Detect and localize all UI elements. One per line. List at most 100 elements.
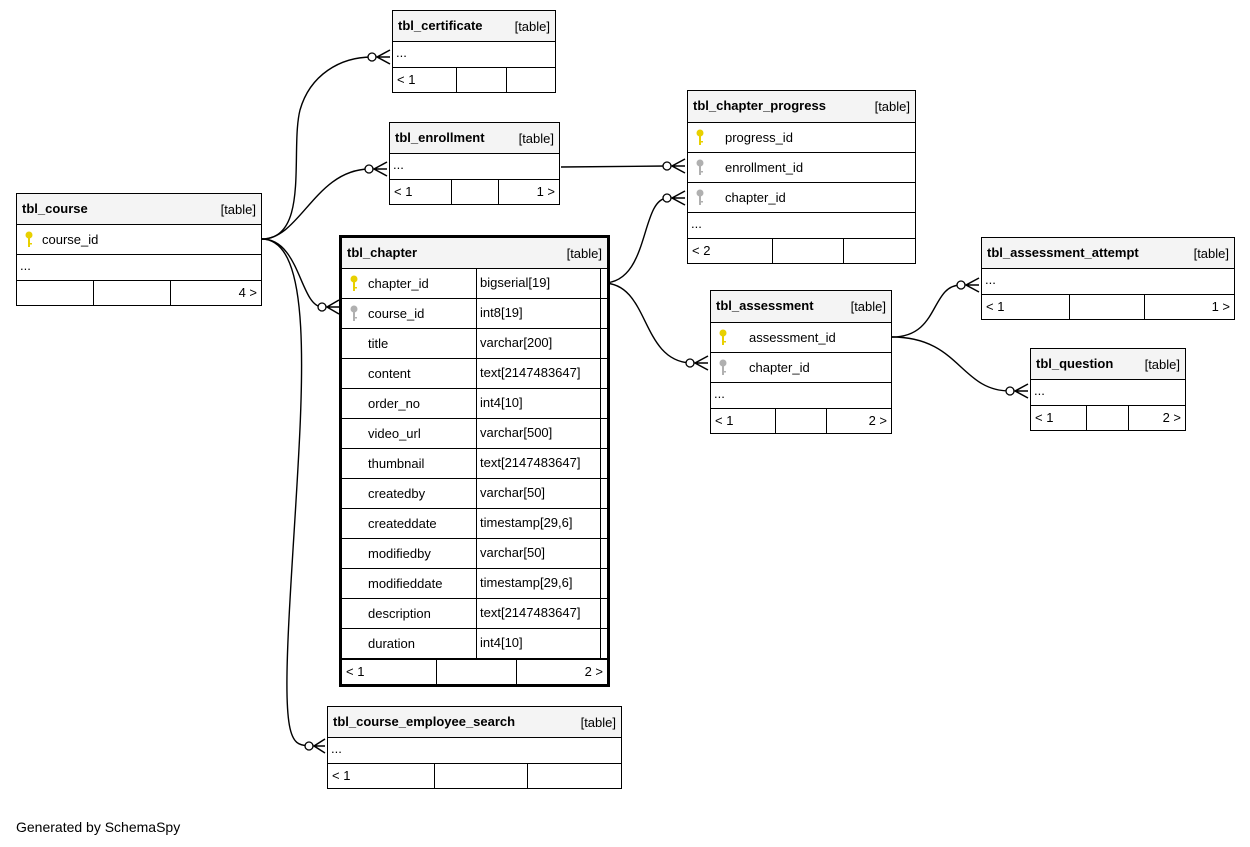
- more-columns: ...: [328, 738, 621, 764]
- parent-count: < 1: [1031, 406, 1087, 430]
- table-header: tbl_question [table]: [1031, 349, 1185, 380]
- crowfoot-progress-chapter: [670, 190, 686, 206]
- more-columns: ...: [390, 154, 559, 180]
- column-row: progress_id: [688, 123, 915, 153]
- table-tbl-certificate[interactable]: tbl_certificate [table] ... < 1: [392, 10, 556, 93]
- column-name: enrollment_id: [725, 160, 804, 175]
- column-row: createddate timestamp[29,6]: [342, 509, 607, 539]
- column-name: chapter_id: [725, 190, 786, 205]
- table-footer: < 1 1 >: [390, 180, 559, 204]
- column-type: text[2147483647]: [480, 365, 581, 380]
- child-count-text: 2 >: [584, 664, 603, 679]
- column-name-cell: course_id: [17, 225, 261, 254]
- ellipsis-text: ...: [331, 741, 342, 756]
- row-count: [435, 764, 528, 788]
- table-tbl-chapter-progress[interactable]: tbl_chapter_progress [table] progress_id…: [687, 90, 916, 264]
- link-course-enrollment: [261, 168, 370, 240]
- ellipsis-text: ...: [393, 157, 404, 172]
- column-name: duration: [368, 636, 415, 651]
- ellipsis-text: ...: [396, 45, 407, 60]
- crowfoot-attempt: [964, 277, 980, 293]
- column-name: createddate: [368, 516, 437, 531]
- table-header: tbl_chapter_progress [table]: [688, 91, 915, 123]
- column-type: varchar[50]: [480, 485, 546, 500]
- column-name-cell: chapter_id: [342, 269, 476, 298]
- more-columns: ...: [982, 269, 1234, 295]
- optional-marker-assessment: [685, 358, 695, 368]
- column-type: int4[10]: [480, 635, 523, 650]
- column-type-cell: varchar[200]: [476, 329, 601, 358]
- parent-count-text: < 1: [986, 299, 1005, 314]
- child-count: 1 >: [1145, 295, 1234, 319]
- column-type: varchar[200]: [480, 335, 553, 350]
- parent-count-text: < 1: [332, 768, 351, 783]
- table-type: [table]: [1193, 246, 1229, 261]
- crowfoot-certificate: [375, 49, 391, 65]
- column-name: course_id: [42, 232, 99, 247]
- table-footer: < 1: [393, 68, 555, 92]
- table-tbl-question[interactable]: tbl_question [table] ... < 1 2 >: [1030, 348, 1186, 431]
- parent-count: [17, 281, 94, 305]
- column-name: description: [368, 606, 431, 621]
- column-row: createdby varchar[50]: [342, 479, 607, 509]
- ellipsis-text: ...: [20, 258, 31, 273]
- crowfoot-enrollment: [372, 161, 388, 177]
- column-type: text[2147483647]: [480, 605, 581, 620]
- column-type-cell: int8[19]: [476, 299, 601, 328]
- primary-key-icon: [25, 231, 33, 247]
- table-name: tbl_certificate: [398, 18, 483, 33]
- column-type-cell: int4[10]: [476, 389, 601, 418]
- table-tbl-course-employee-search[interactable]: tbl_course_employee_search [table] ... <…: [327, 706, 622, 789]
- table-type: [table]: [518, 131, 554, 146]
- more-columns: ...: [688, 213, 915, 239]
- column-name-cell: chapter_id: [688, 183, 915, 212]
- link-assessment-question: [891, 336, 1011, 392]
- row-count: [94, 281, 171, 305]
- generated-by-text: Generated by SchemaSpy: [16, 819, 181, 835]
- child-count-text: 2 >: [868, 413, 887, 428]
- table-type: [table]: [850, 299, 886, 314]
- row-count: [452, 180, 499, 204]
- table-tbl-assessment-attempt[interactable]: tbl_assessment_attempt [table] ... < 1 1…: [981, 237, 1235, 320]
- parent-count-text: < 2: [692, 243, 711, 258]
- optional-marker-enrollment: [364, 164, 374, 174]
- column-type: timestamp[29,6]: [480, 515, 573, 530]
- table-tbl-course[interactable]: tbl_course [table] course_id ... 4 >: [16, 193, 262, 306]
- foreign-key-icon: [719, 359, 727, 375]
- column-name: content: [368, 366, 411, 381]
- ellipsis-text: ...: [714, 386, 725, 401]
- parent-count-text: < 1: [715, 413, 734, 428]
- column-type: timestamp[29,6]: [480, 575, 573, 590]
- table-tbl-assessment[interactable]: tbl_assessment [table] assessment_id cha…: [710, 290, 892, 434]
- parent-count: < 1: [342, 660, 437, 684]
- table-name: tbl_assessment: [716, 298, 814, 313]
- ellipsis-text: ...: [691, 216, 702, 231]
- primary-key-icon: [350, 275, 358, 291]
- column-name: video_url: [368, 426, 421, 441]
- crowfoot-progress-enrollment: [670, 158, 686, 174]
- foreign-key-icon: [350, 305, 358, 321]
- table-tbl-enrollment[interactable]: tbl_enrollment [table] ... < 1 1 >: [389, 122, 560, 205]
- primary-key-icon: [696, 129, 704, 145]
- column-name-cell: modifiedby: [342, 539, 476, 568]
- optional-marker-progress-chapter: [662, 193, 672, 203]
- optional-marker-progress-enrollment: [662, 161, 672, 171]
- row-count: [1087, 406, 1129, 430]
- optional-marker-attempt: [956, 280, 966, 290]
- parent-count: < 1: [328, 764, 435, 788]
- table-header: tbl_enrollment [table]: [390, 123, 559, 154]
- table-header: tbl_course [table]: [17, 194, 261, 225]
- column-name-cell: createddate: [342, 509, 476, 538]
- column-type-cell: varchar[50]: [476, 539, 601, 568]
- child-count: [528, 764, 621, 788]
- column-name-cell: createdby: [342, 479, 476, 508]
- more-columns: ...: [17, 255, 261, 281]
- child-count-text: 1 >: [536, 184, 555, 199]
